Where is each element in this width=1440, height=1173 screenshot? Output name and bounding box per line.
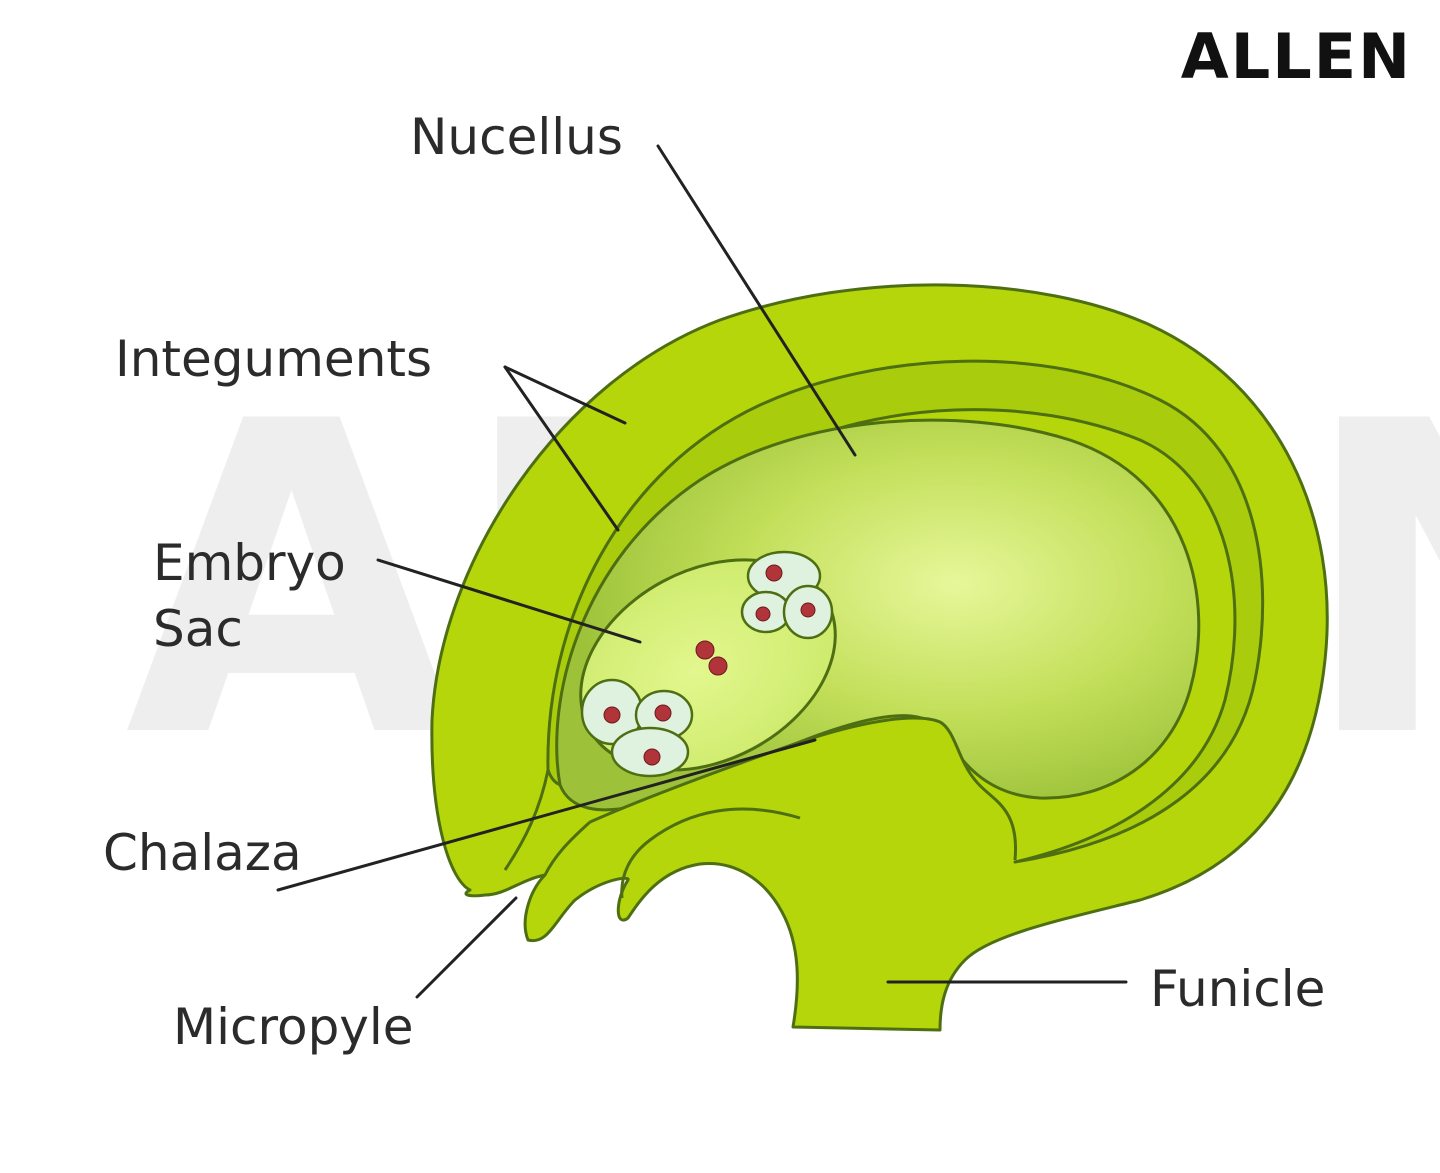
embryo-sac-leader	[376, 558, 642, 644]
chalaza-tissue	[589, 716, 1018, 861]
micropyle-fold-right	[620, 807, 801, 899]
label-integuments: Integuments	[115, 330, 432, 388]
chalaza-leader	[276, 738, 817, 892]
integuments-leader-upper	[503, 365, 627, 425]
micropyle-fold-left	[503, 769, 550, 871]
label-embryo-sac-line2: Sac	[153, 600, 243, 658]
antipodal-cells	[740, 550, 834, 640]
label-embryo-sac-line1: Embryo	[153, 534, 346, 592]
nucellus-leader	[656, 144, 857, 457]
egg-apparatus	[580, 678, 694, 778]
label-chalaza: Chalaza	[103, 824, 302, 882]
label-nucellus: Nucellus	[410, 108, 623, 166]
polar-nuclei	[695, 640, 728, 676]
label-micropyle: Micropyle	[173, 998, 414, 1056]
label-funicle: Funicle	[1150, 960, 1325, 1018]
allen-logo: ALLEN	[1181, 20, 1412, 93]
micropyle-fold-mid	[543, 820, 592, 876]
integuments-leader-lower	[503, 365, 620, 532]
micropyle-leader	[415, 896, 518, 999]
